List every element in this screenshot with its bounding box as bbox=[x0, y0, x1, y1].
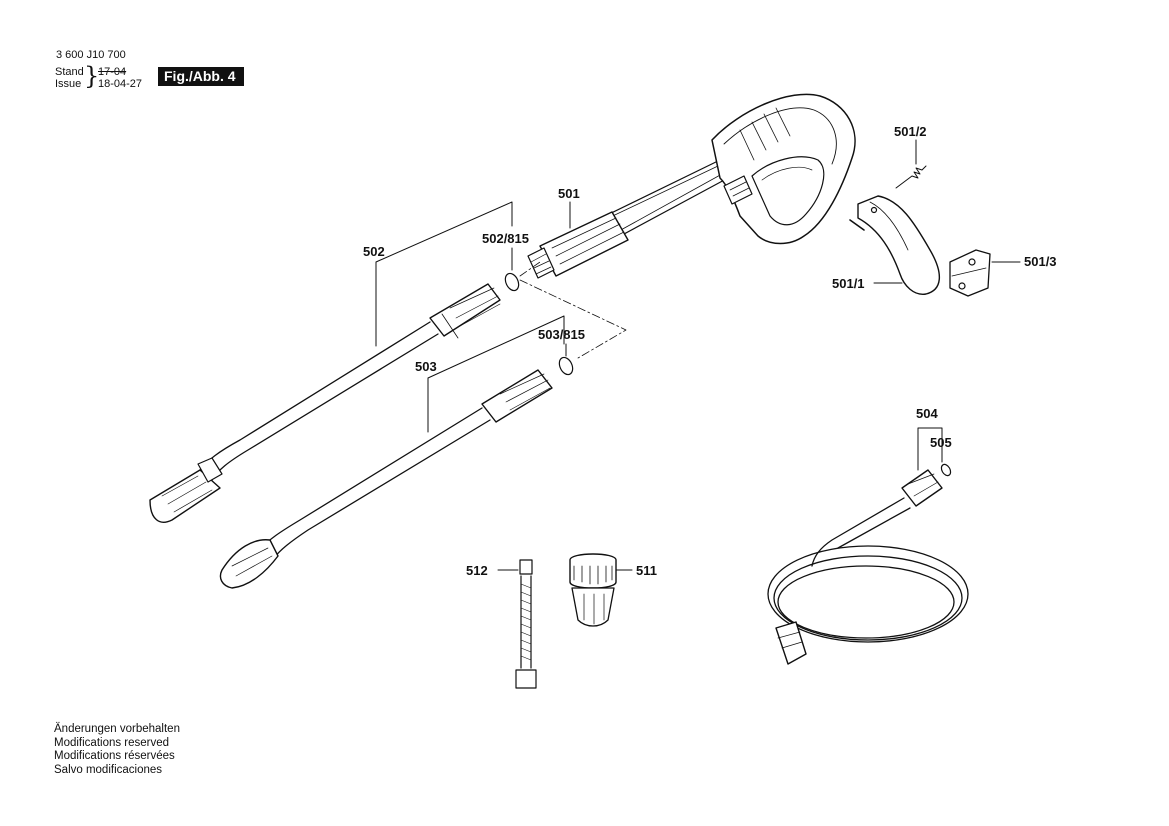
stand-value-struck: 17-04 bbox=[98, 66, 127, 78]
notice-es: Salvo modificaciones bbox=[54, 763, 163, 776]
callout-501: 501 bbox=[558, 186, 580, 201]
lance-502-drawing bbox=[149, 283, 501, 523]
filter-511-drawing bbox=[569, 553, 617, 627]
notice-en: Modifications reserved bbox=[54, 736, 170, 749]
callout-502-815: 502/815 bbox=[482, 231, 529, 246]
spray-gun-drawing bbox=[527, 93, 856, 279]
document-number: 3 600 J10 700 bbox=[56, 49, 126, 61]
callout-504: 504 bbox=[916, 406, 938, 421]
figure-badge: Fig./Abb. 4 bbox=[158, 67, 244, 86]
lance-503-drawing bbox=[219, 369, 553, 589]
hose-512-drawing bbox=[515, 559, 537, 689]
callout-505: 505 bbox=[930, 435, 952, 450]
o-ring-502-815 bbox=[504, 272, 520, 292]
o-ring-503-815 bbox=[558, 356, 574, 376]
notice-de: Änderungen vorbehalten bbox=[54, 723, 180, 735]
leader-lines bbox=[375, 139, 1021, 571]
callout-501-1: 501/1 bbox=[832, 276, 865, 291]
stand-label: Stand bbox=[55, 66, 84, 78]
callout-502: 502 bbox=[363, 244, 385, 259]
brace-icon: } bbox=[84, 62, 100, 90]
callout-501-3: 501/3 bbox=[1024, 254, 1057, 269]
issue-date: 18-04-27 bbox=[98, 78, 143, 90]
trigger-parts-drawing bbox=[849, 165, 991, 297]
callout-503-815: 503/815 bbox=[538, 327, 585, 342]
callout-503: 503 bbox=[415, 359, 437, 374]
assembly-lines bbox=[519, 261, 627, 359]
callout-511: 511 bbox=[636, 563, 657, 578]
callout-512: 512 bbox=[466, 563, 488, 578]
notice-fr: Modifications réservées bbox=[54, 750, 175, 762]
hose-504-drawing bbox=[767, 463, 969, 665]
issue-label: Issue bbox=[55, 78, 82, 90]
modifications-notice: Änderungen vorbehalten Modifications res… bbox=[54, 723, 180, 777]
callout-501-2: 501/2 bbox=[894, 124, 927, 139]
